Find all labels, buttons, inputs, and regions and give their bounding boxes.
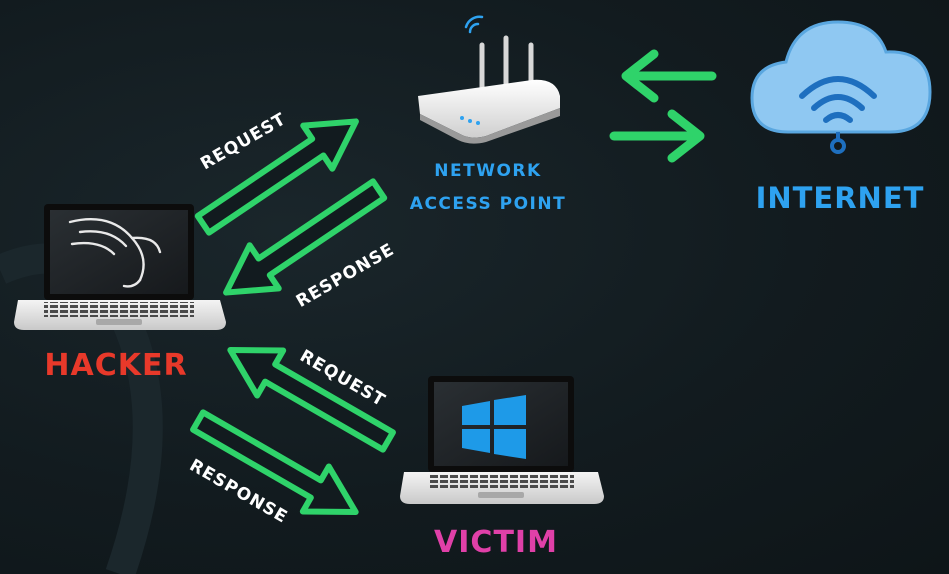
access-point-label-line2: ACCESS POINT <box>410 194 566 214</box>
internet-label: INTERNET <box>756 181 925 215</box>
windows-logo-icon <box>462 395 526 459</box>
victim-laptop <box>400 376 604 504</box>
arrow-ap-to-hacker <box>223 178 388 296</box>
hacker-laptop <box>14 204 226 330</box>
kali-dragon-icon <box>68 218 162 288</box>
access-point-label-line1: NETWORK <box>434 161 541 181</box>
ap-internet-arrows <box>609 49 717 163</box>
victim-label: VICTIM <box>434 525 558 560</box>
wifi-router-icon <box>418 15 560 144</box>
arrow-victim-to-hacker <box>227 347 396 453</box>
hacker-label: HACKER <box>44 348 187 383</box>
arrow-hacker-to-ap <box>194 118 359 236</box>
arrow-hacker-to-victim <box>190 409 359 515</box>
cloud-wifi-icon <box>750 20 932 154</box>
